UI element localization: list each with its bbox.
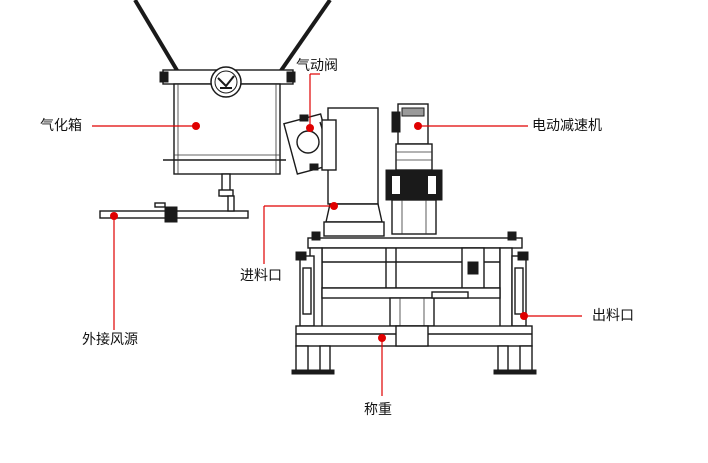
outlet-posts <box>295 251 529 327</box>
label-external-air: 外接风源 <box>82 332 138 348</box>
label-gear-motor: 电动减速机 <box>532 118 602 134</box>
label-gas-box: 气化箱 <box>40 118 82 134</box>
inlet-duct <box>321 107 385 237</box>
label-inlet: 进料口 <box>240 268 282 284</box>
label-outlet: 出料口 <box>592 308 634 324</box>
leader-lines <box>92 73 582 396</box>
label-weighing: 称重 <box>364 402 392 418</box>
weighing-base <box>291 325 537 375</box>
gear-motor <box>385 103 443 235</box>
suspension-cables <box>133 0 332 74</box>
air-pipe <box>99 173 249 223</box>
main-frame <box>307 231 523 329</box>
logo-icon <box>210 66 242 98</box>
label-air-valve: 气动阀 <box>296 58 338 74</box>
